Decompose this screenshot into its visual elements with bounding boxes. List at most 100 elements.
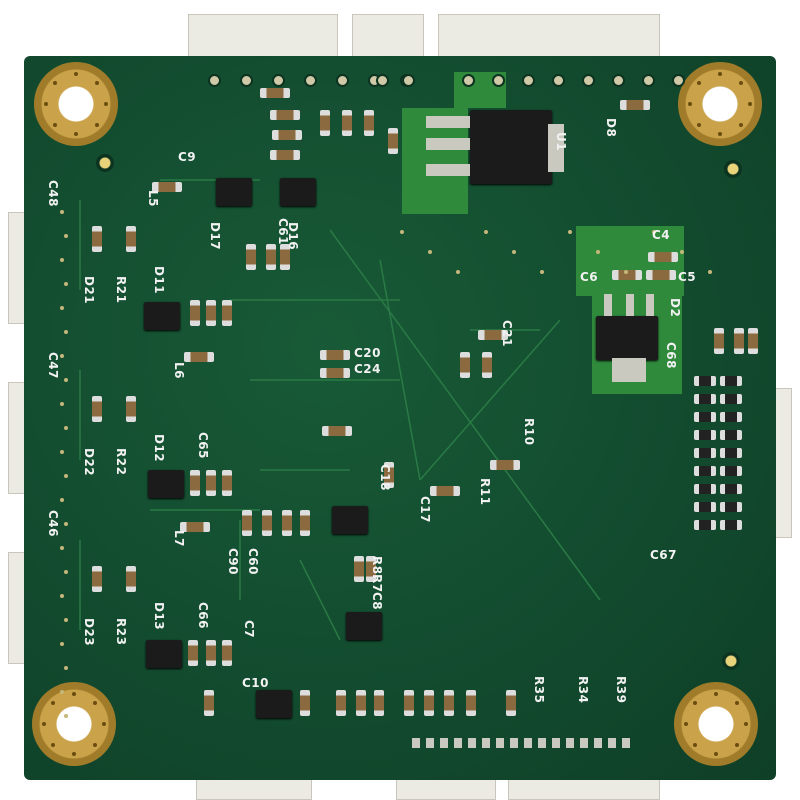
u1-pin: [426, 164, 470, 176]
trace: [299, 559, 341, 641]
hole-via: [72, 752, 76, 756]
silkscreen-label: D23: [82, 618, 96, 647]
silkscreen-label: L5: [146, 190, 160, 207]
edge-pad: [412, 738, 420, 748]
capacitor: [270, 110, 300, 120]
ic-chip: [148, 470, 184, 498]
via: [60, 450, 64, 454]
via: [428, 250, 432, 254]
hole-via: [735, 743, 740, 748]
capacitor-vertical: [424, 690, 434, 716]
capacitor: [152, 182, 182, 192]
edge-pad: [454, 738, 462, 748]
silkscreen-label: C67: [650, 548, 678, 562]
hole-via: [696, 123, 701, 128]
capacitor-vertical: [266, 244, 276, 270]
silkscreen-label: R22: [114, 448, 128, 476]
fiducial-mark: [96, 154, 114, 172]
hole-via: [739, 123, 744, 128]
ic-chip: [216, 178, 252, 206]
via: [512, 250, 516, 254]
silkscreen-label: C90: [226, 548, 240, 576]
capacitor: [490, 460, 520, 470]
capacitor-vertical: [222, 470, 232, 496]
via: [64, 234, 68, 238]
silkscreen-label: L6: [172, 362, 186, 379]
silkscreen-label: D2: [668, 298, 682, 318]
via: [64, 426, 68, 430]
resistor: [720, 376, 742, 386]
resistor: [720, 466, 742, 476]
edge-pad: [552, 738, 560, 748]
edge-pad: [440, 738, 448, 748]
header-pin: [642, 74, 655, 87]
capacitor-vertical: [190, 300, 200, 326]
capacitor-vertical: [206, 470, 216, 496]
header-pin: [376, 74, 389, 87]
via: [64, 522, 68, 526]
header-pin: [402, 74, 415, 87]
hole-via: [739, 80, 744, 85]
edge-pad: [496, 738, 504, 748]
header-pin: [336, 74, 349, 87]
via: [64, 474, 68, 478]
silkscreen-label: C66: [196, 602, 210, 630]
capacitor-vertical: [354, 556, 364, 582]
capacitor: [648, 252, 678, 262]
capacitor-vertical: [222, 640, 232, 666]
hole-via: [692, 743, 697, 748]
silkscreen-label: U1: [554, 132, 568, 152]
via: [60, 690, 64, 694]
regulator-d2: [596, 316, 658, 360]
capacitor-vertical: [320, 110, 330, 136]
silkscreen-label: C46: [46, 510, 60, 538]
hole-via: [74, 72, 78, 76]
silkscreen-label: D17: [208, 222, 222, 251]
capacitor-vertical: [204, 690, 214, 716]
capacitor: [184, 352, 214, 362]
via: [64, 666, 68, 670]
capacitor-vertical: [92, 396, 102, 422]
resistor: [694, 430, 716, 440]
silkscreen-label: D11: [152, 266, 166, 295]
via: [680, 250, 684, 254]
resistor: [720, 502, 742, 512]
resistor: [694, 502, 716, 512]
capacitor-vertical: [384, 462, 394, 488]
silkscreen-label: C20: [354, 346, 382, 360]
silkscreen-label: C65: [196, 432, 210, 460]
hole-via: [684, 722, 688, 726]
hole-via: [95, 80, 100, 85]
via: [60, 306, 64, 310]
silkscreen-label: C10: [242, 676, 270, 690]
header-pin: [272, 74, 285, 87]
d2-pin: [626, 294, 634, 316]
via: [64, 282, 68, 286]
edge-pad: [622, 738, 630, 748]
via: [400, 230, 404, 234]
capacitor: [646, 270, 676, 280]
capacitor: [270, 150, 300, 160]
hole-via: [52, 123, 57, 128]
hole-via: [95, 123, 100, 128]
fiducial-mark: [724, 160, 742, 178]
capacitor-vertical: [190, 470, 200, 496]
silkscreen-label: R35: [532, 676, 546, 704]
silkscreen-label: R10: [522, 418, 536, 446]
hole-via: [102, 722, 106, 726]
header-pin: [208, 74, 221, 87]
resistor: [720, 394, 742, 404]
d2-tab: [612, 358, 646, 382]
resistor: [694, 394, 716, 404]
capacitor-vertical: [714, 328, 724, 354]
silkscreen-label: R8: [370, 556, 384, 575]
via: [64, 618, 68, 622]
silkscreen-label: C47: [46, 352, 60, 380]
silkscreen-label: R7: [370, 574, 384, 593]
ic-chip: [144, 302, 180, 330]
capacitor-vertical: [280, 244, 290, 270]
via: [64, 330, 68, 334]
capacitor-vertical: [444, 690, 454, 716]
capacitor-vertical: [222, 300, 232, 326]
resistor: [720, 448, 742, 458]
